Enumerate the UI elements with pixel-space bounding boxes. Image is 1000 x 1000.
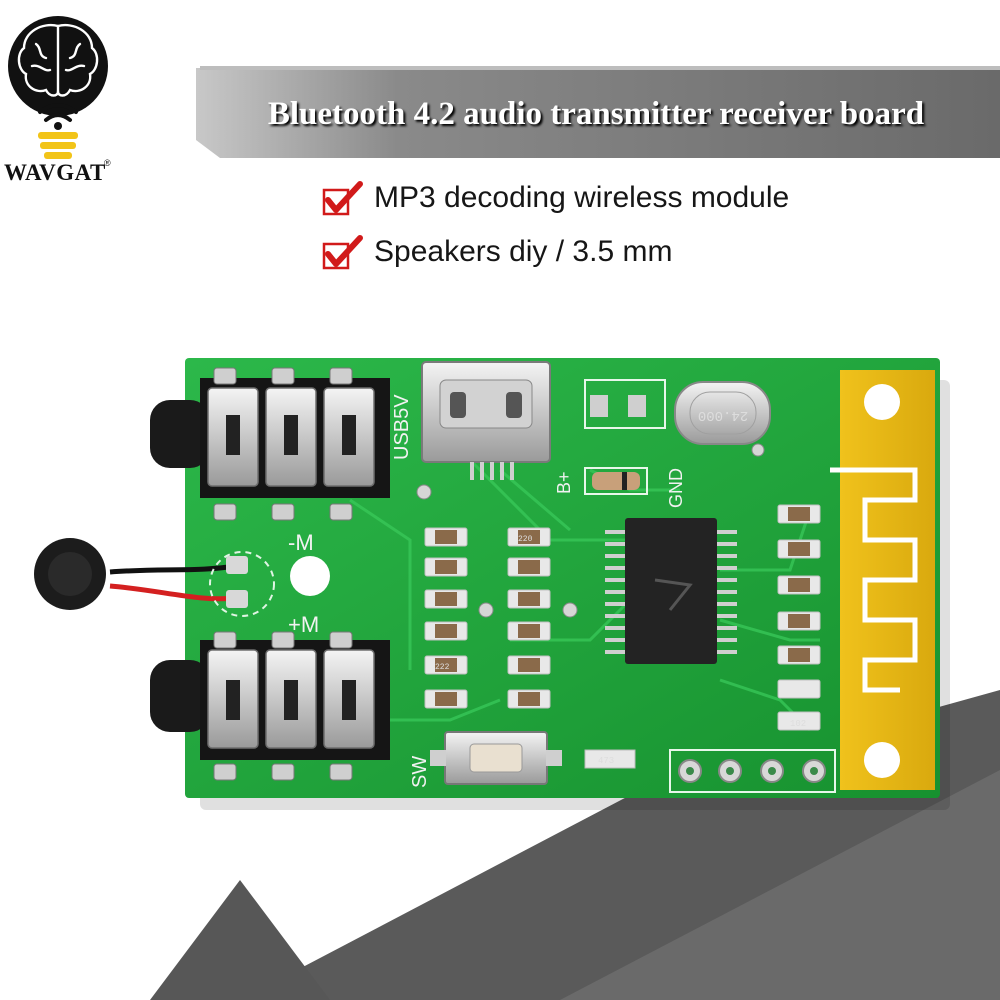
crystal-label: 24.000	[698, 407, 748, 423]
wavgat-logo-icon	[8, 16, 108, 159]
feature-text: MP3 decoding wireless module	[374, 181, 790, 214]
check-icon	[322, 181, 363, 216]
gnd-label: GND	[666, 468, 686, 508]
feature-item: Speakers diy / 3.5 mm	[322, 232, 672, 272]
brand-name: WAVGAT	[4, 160, 106, 185]
bluetooth-audio-board: -M +M USB5V 24.000 B+ GND	[34, 358, 950, 810]
audio-jack-bottom	[150, 631, 390, 781]
registered-mark: ®	[104, 158, 111, 168]
antenna-trace	[830, 467, 918, 693]
feature-text: Speakers diy / 3.5 mm	[374, 235, 673, 268]
bg-grey-wedge-light	[560, 770, 1000, 1000]
bluetooth-chip	[605, 518, 737, 664]
resistor-array-right	[777, 504, 821, 731]
micro-usb-port	[421, 361, 551, 480]
resistor-473-label: 473	[598, 756, 614, 766]
feature-item: MP3 decoding wireless module	[322, 178, 789, 218]
microphone-icon	[34, 538, 275, 617]
crystal-oscillator: 24.000	[674, 381, 771, 445]
resistor-222-label: 222	[435, 663, 450, 672]
mic-minus-label: -M	[288, 530, 314, 555]
check-icon	[322, 235, 363, 270]
banner-shape	[196, 68, 1000, 158]
resistor-220-label: 220	[518, 535, 533, 544]
banner-title: Bluetooth 4.2 audio transmitter receiver…	[267, 96, 925, 132]
usb-label: USB5V	[391, 394, 413, 460]
resistor-array-left	[424, 527, 551, 709]
audio-jack-top	[150, 367, 390, 521]
bg-grey-wedge-left	[150, 880, 330, 1000]
tactile-switch	[430, 731, 562, 785]
mic-plus-label: +M	[288, 612, 319, 637]
header-pads	[669, 749, 836, 793]
switch-label: SW	[409, 756, 431, 788]
bplus-label: B+	[554, 471, 574, 494]
resistor-102-label: 102	[790, 719, 806, 729]
diode	[584, 467, 648, 495]
